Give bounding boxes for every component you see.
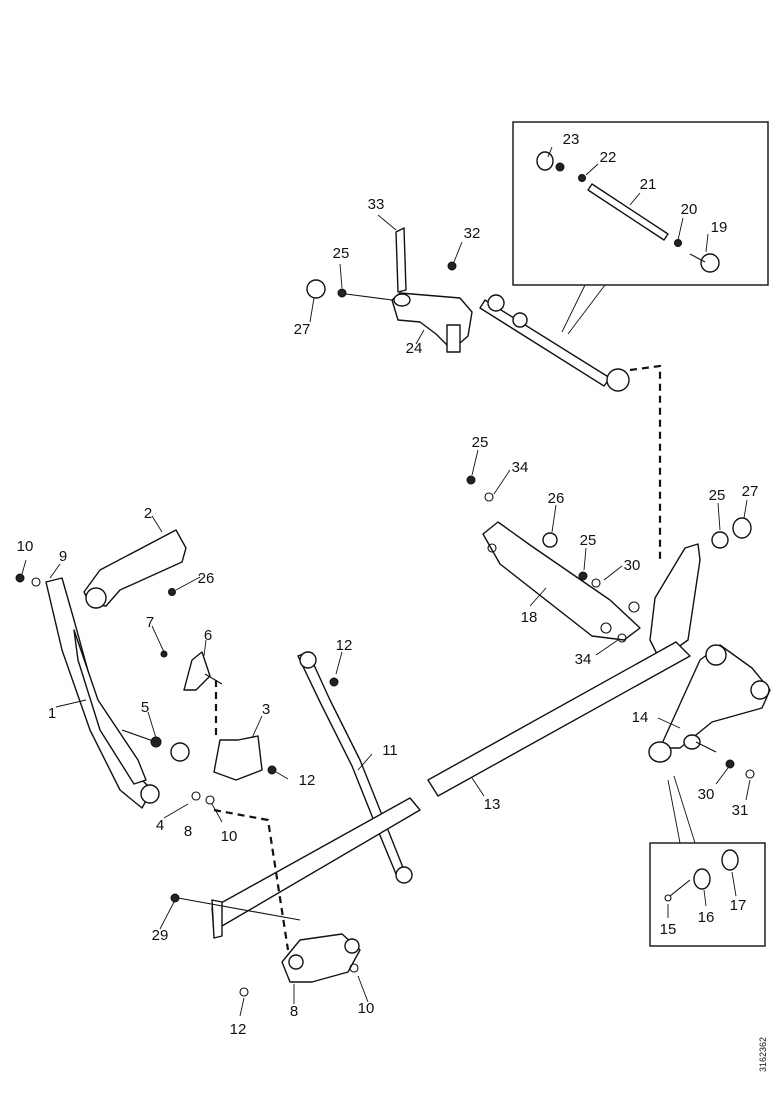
callout-16: 16 [698, 909, 715, 926]
callout-12: 12 [299, 772, 316, 789]
callout-23: 23 [563, 131, 580, 148]
callout-25: 25 [333, 245, 350, 262]
callout-19: 19 [711, 219, 728, 236]
callout-25: 25 [472, 434, 489, 451]
callout-5: 5 [141, 699, 149, 716]
callout-27: 27 [742, 483, 759, 500]
callout-2: 2 [144, 505, 152, 522]
callout-20: 20 [681, 201, 698, 218]
callout-25: 25 [580, 532, 597, 549]
inset-link-rod [536, 151, 720, 273]
callout-4: 4 [156, 817, 164, 834]
callout-30: 30 [624, 557, 641, 574]
callout-10: 10 [221, 828, 238, 845]
callout-17: 17 [730, 897, 747, 914]
alignment-dashes [213, 364, 662, 951]
callout-34: 34 [575, 651, 592, 668]
inset-top-pointer [561, 284, 606, 335]
callout-32: 32 [464, 225, 481, 242]
callout-1: 1 [48, 705, 56, 722]
callout-9: 9 [59, 548, 67, 565]
callout-34: 34 [512, 459, 529, 476]
inset-bottom-pointer [667, 775, 696, 844]
callout-26: 26 [198, 570, 215, 587]
callout-25: 25 [709, 487, 726, 504]
callout-10: 10 [17, 538, 34, 555]
cross-member-13 [427, 641, 691, 797]
callout-10: 10 [358, 1000, 375, 1017]
callout-24: 24 [406, 340, 423, 357]
callout-22: 22 [600, 149, 617, 166]
callout-31: 31 [732, 802, 749, 819]
callout-26: 26 [548, 490, 565, 507]
callout-30: 30 [698, 786, 715, 803]
leader-lines [21, 146, 751, 1017]
callout-6: 6 [204, 627, 212, 644]
callout-14: 14 [632, 709, 649, 726]
detail-inset-bottom [649, 842, 766, 947]
callout-12: 12 [336, 637, 353, 654]
callout-8: 8 [290, 1003, 298, 1020]
callout-3: 3 [262, 701, 270, 718]
callout-13: 13 [484, 796, 501, 813]
inset-bushing [664, 849, 739, 902]
callout-33: 33 [368, 196, 385, 213]
callout-27: 27 [294, 321, 311, 338]
lower-rod-assembly [170, 651, 421, 997]
callout-18: 18 [521, 609, 538, 626]
callout-21: 21 [640, 176, 657, 193]
detail-inset-top [512, 121, 769, 286]
callout-29: 29 [152, 927, 169, 944]
callout-8: 8 [184, 823, 192, 840]
left-arm-assembly [15, 529, 277, 809]
callout-15: 15 [660, 921, 677, 938]
callout-11: 11 [382, 742, 398, 759]
upper-bracket-assembly [306, 227, 630, 392]
right-bracket-assembly [466, 475, 771, 779]
callout-labels: 23 22 21 20 19 33 32 25 27 24 25 34 26 2… [17, 131, 768, 1072]
callout-7: 7 [146, 614, 154, 631]
callout-12: 12 [230, 1021, 247, 1038]
reference-code: 3162362 [758, 1037, 768, 1072]
